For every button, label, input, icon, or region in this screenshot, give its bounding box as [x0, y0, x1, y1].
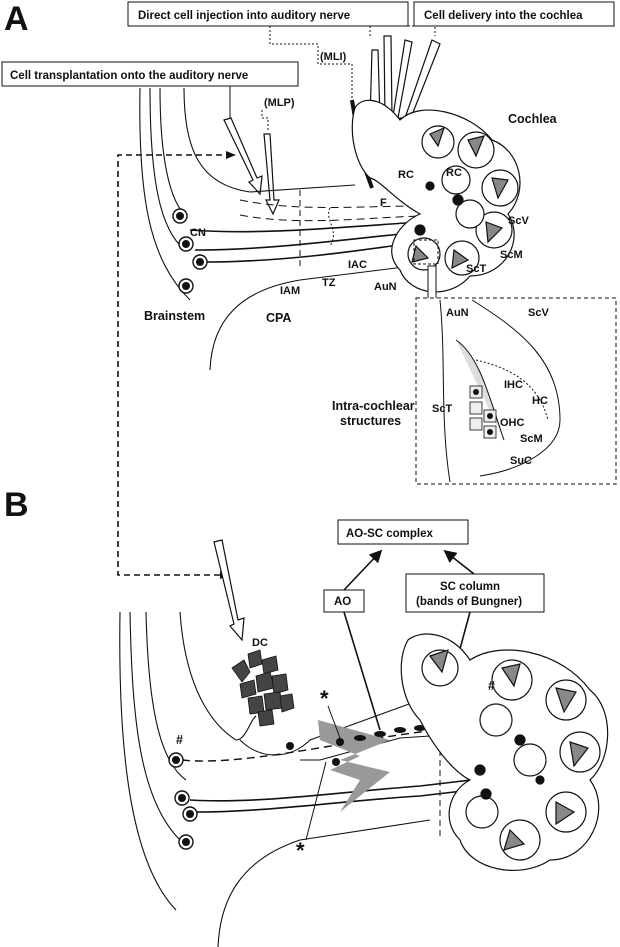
brainstem-outline-b: [119, 611, 431, 947]
injection-box: Direct cell injection into auditory nerv…: [127, 1, 409, 27]
injection-label: Direct cell injection into auditory nerv…: [138, 10, 350, 22]
brainstem-label: Brainstem: [144, 309, 205, 323]
rc-label: RC: [398, 169, 414, 181]
panel-b-letter: B: [4, 486, 29, 524]
intra-cochlear-inset: AuN ScV IHC HC OHC ScT ScM SuC: [415, 297, 617, 485]
sct-label: ScT: [466, 263, 486, 275]
star-top-leader: [327, 705, 341, 739]
transplant-box: Cell transplantation onto the auditory n…: [1, 61, 299, 87]
mli-label: (MLI): [320, 51, 347, 63]
inset-marker: [413, 239, 439, 265]
inset-title-2: structures: [340, 414, 401, 428]
panel-link: [117, 154, 232, 576]
cn-cells-b: [168, 752, 198, 850]
panel-a-letter: A: [4, 0, 29, 38]
transplant-label: Cell transplantation onto the auditory n…: [10, 70, 248, 82]
sc-column-box: SC column (bands of Bungner): [405, 573, 545, 613]
inset-hc: HC: [532, 395, 548, 407]
link-arrow-top: [226, 151, 236, 159]
tz-label: TZ: [322, 277, 336, 289]
brainstem-outline: [139, 87, 421, 371]
scm-label: ScM: [500, 249, 523, 261]
sc-cells-b: [286, 723, 446, 766]
inset-scm: ScM: [520, 433, 543, 445]
star-label-top: *: [320, 686, 329, 711]
cpa-label: CPA: [266, 311, 291, 325]
scv-label: ScV: [508, 215, 529, 227]
ao-sc-complex-box: AO-SC complex: [337, 519, 469, 545]
inset-suc: SuC: [510, 455, 532, 467]
star-bottom-leader: [305, 761, 327, 841]
inset-title-1: Intra-cochlear: [332, 399, 415, 413]
delivery-box: Cell delivery into the cochlea: [413, 1, 615, 27]
sc-column-label-1: SC column: [440, 581, 500, 593]
ao-sc-complex-label: AO-SC complex: [346, 528, 434, 540]
transplant-needle: [223, 117, 263, 196]
leader-lines: [261, 25, 436, 132]
dc-label: DC: [252, 637, 268, 649]
cochlea-a: [351, 99, 521, 293]
hash-label-cn: #: [176, 733, 183, 747]
ao-label: AO: [334, 596, 351, 608]
inset-scv: ScV: [528, 307, 549, 319]
iam-label: IAM: [280, 285, 300, 297]
cn-label: CN: [190, 227, 206, 239]
ao-region: [318, 720, 390, 812]
transplant-arrow-b: [213, 539, 245, 642]
mlp-label: (MLP): [264, 97, 295, 109]
sc-column-label-2: (bands of Bungner): [416, 596, 522, 608]
rc-label-2: RC: [446, 167, 462, 179]
star-label-bottom: *: [296, 838, 305, 863]
f-label: F: [380, 197, 387, 209]
auditory-nerve-b: [181, 721, 541, 840]
dc-cluster: [231, 649, 295, 727]
cochlea-label: Cochlea: [508, 112, 558, 126]
hash-label-cochlea: #: [488, 679, 495, 693]
cochlea-b: [400, 633, 609, 871]
aun-label: AuN: [374, 281, 397, 293]
inset-ohc: OHC: [500, 417, 525, 429]
ao-box: AO: [323, 589, 365, 613]
delivery-label: Cell delivery into the cochlea: [424, 10, 583, 22]
inset-sct: ScT: [432, 403, 452, 415]
cn-cells: [172, 208, 208, 294]
inset-ihc: IHC: [504, 379, 523, 391]
auditory-nerve: [189, 190, 421, 270]
iac-label: IAC: [348, 259, 367, 271]
nerve-needle-mlp: [263, 133, 280, 216]
inset-aun: AuN: [446, 307, 469, 319]
